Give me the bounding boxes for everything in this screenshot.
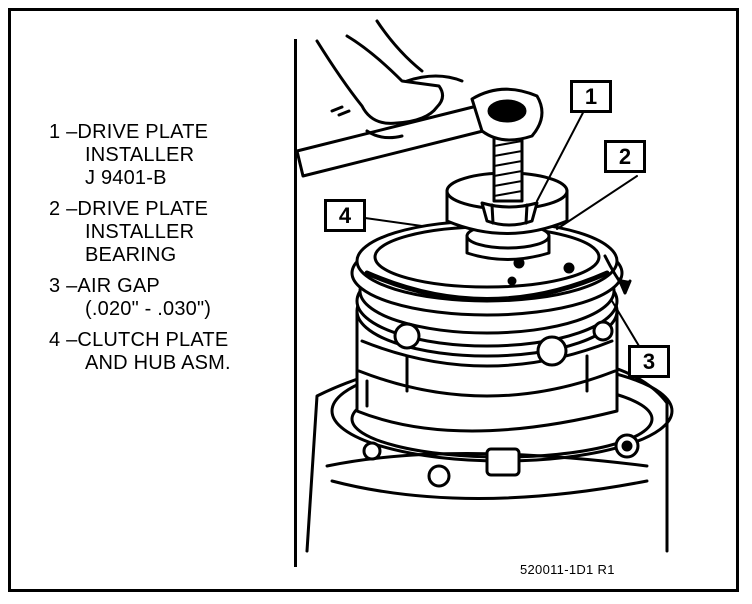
- callout-1: 1: [570, 80, 612, 113]
- air-gap-arrowhead: [617, 277, 632, 295]
- compressor-clutch-illustration: [295, 19, 674, 553]
- figure-caption: 520011-1D1 R1: [520, 562, 615, 577]
- legend-text: J 9401-B: [85, 167, 167, 189]
- legend-text: DRIVE PLATE: [77, 198, 209, 220]
- legend-text: BEARING: [85, 244, 177, 266]
- callout-3: 3: [628, 345, 670, 378]
- leader-line-4: [364, 217, 423, 227]
- leader-line-3: [611, 300, 643, 352]
- legend-text: INSTALLER: [85, 221, 195, 243]
- leader-lines: [364, 104, 643, 352]
- legend: 1 –DRIVE PLATE INSTALLER J 9401-B 2 –DRI…: [49, 121, 289, 383]
- legend-number: 3: [49, 275, 61, 297]
- legend-text: (.020" - .030"): [85, 298, 212, 320]
- legend-text: AND HUB ASM.: [85, 352, 231, 374]
- legend-number: 1: [49, 121, 61, 143]
- leader-line-1: [536, 104, 588, 202]
- panel-divider: [294, 39, 297, 567]
- legend-item-drive-plate-installer: 1 –DRIVE PLATE INSTALLER J 9401-B: [49, 121, 289, 190]
- legend-text: AIR GAP: [77, 275, 160, 297]
- wrench: [295, 87, 544, 178]
- callout-4: 4: [324, 199, 366, 232]
- legend-number: 2: [49, 198, 61, 220]
- hand: [315, 19, 464, 140]
- legend-text: INSTALLER: [85, 144, 195, 166]
- legend-number: 4: [49, 329, 61, 351]
- legend-item-clutch-plate: 4 –CLUTCH PLATE AND HUB ASM.: [49, 329, 289, 375]
- mounting-bolts: [362, 433, 640, 488]
- callout-2: 2: [604, 140, 646, 173]
- legend-item-air-gap: 3 –AIR GAP (.020" - .030"): [49, 275, 289, 321]
- legend-text: DRIVE PLATE: [77, 121, 209, 143]
- leader-line-2: [556, 175, 638, 230]
- legend-text: CLUTCH PLATE: [77, 329, 229, 351]
- legend-item-installer-bearing: 2 –DRIVE PLATE INSTALLER BEARING: [49, 198, 289, 267]
